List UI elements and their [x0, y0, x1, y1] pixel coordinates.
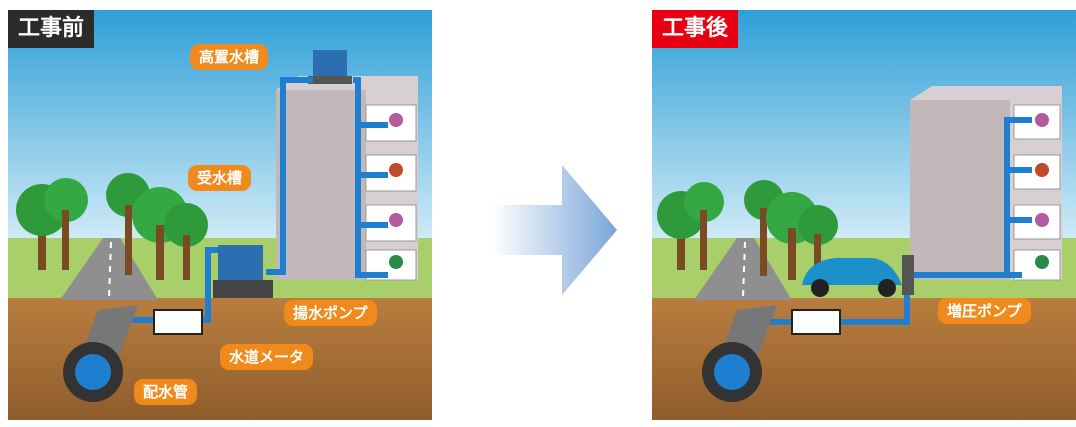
meter-box-icon — [153, 309, 203, 335]
elevated-tank-label: 高置水槽 — [190, 44, 269, 70]
before-panel: 工事前 高置水槽 受水槽 揚水ポンプ 水道メータ 配水管 — [8, 10, 432, 420]
booster-pump-icon — [902, 255, 914, 295]
before-tag: 工事前 — [8, 10, 95, 48]
meter-box-icon — [791, 309, 841, 335]
booster-pump-label: 増圧ポンプ — [938, 298, 1031, 324]
after-scene — [652, 10, 1076, 420]
building — [276, 76, 418, 281]
lift-pump-label: 揚水ポンプ — [284, 300, 377, 326]
distribution-pipe-label: 配水管 — [134, 379, 198, 405]
distribution-pipe-icon — [702, 305, 777, 402]
after-tag: 工事後 — [652, 10, 739, 48]
distribution-pipe-icon — [63, 305, 138, 402]
transition-arrow-icon — [492, 165, 617, 295]
water-meter-label: 水道メータ — [220, 344, 314, 370]
receiving-tank-icon — [213, 245, 273, 298]
after-panel: 工事後 増圧ポンプ — [652, 10, 1076, 420]
road — [694, 238, 792, 300]
car-icon — [802, 258, 902, 297]
elevated-tank-icon — [308, 50, 352, 84]
tree-icon — [16, 173, 208, 280]
road — [60, 238, 158, 300]
building — [910, 86, 1062, 281]
receiving-tank-label: 受水槽 — [188, 165, 252, 191]
tree-icon — [657, 180, 838, 280]
